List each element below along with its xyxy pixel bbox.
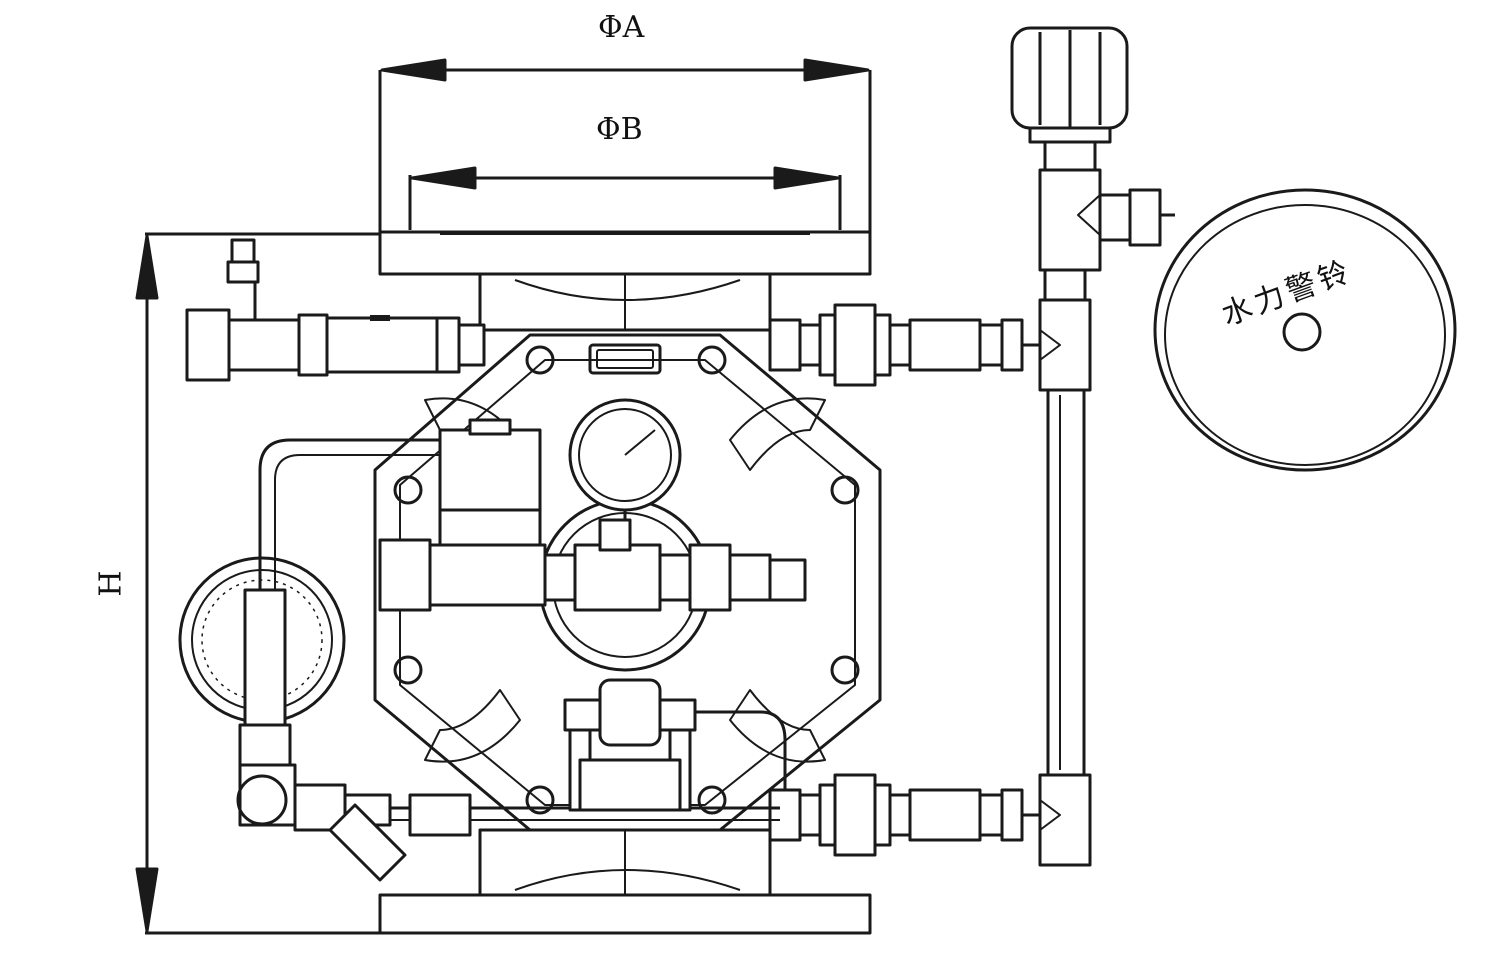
dimension-label-h: H (93, 570, 129, 597)
top-flange (378, 230, 872, 332)
alarm-bell (1153, 188, 1457, 472)
dimension-label-phi-b: ΦB (596, 112, 643, 147)
drip-assembly (563, 678, 787, 812)
test-valve-handle (1010, 26, 1129, 144)
bottom-flange (378, 828, 872, 935)
solenoid-assembly (378, 418, 807, 612)
dimension-h (135, 232, 380, 935)
dimension-label-phi-a: ΦA (598, 10, 645, 45)
left-drain-valve (185, 238, 486, 382)
dimension-phi-a (378, 58, 872, 235)
alarm-line-pipe (1038, 138, 1175, 867)
right-upper-fittings (768, 303, 1040, 387)
right-lower-fittings (768, 773, 1040, 857)
trim-piping (236, 438, 780, 882)
upper-pressure-gauge (568, 398, 682, 520)
dimension-phi-b (408, 166, 842, 230)
